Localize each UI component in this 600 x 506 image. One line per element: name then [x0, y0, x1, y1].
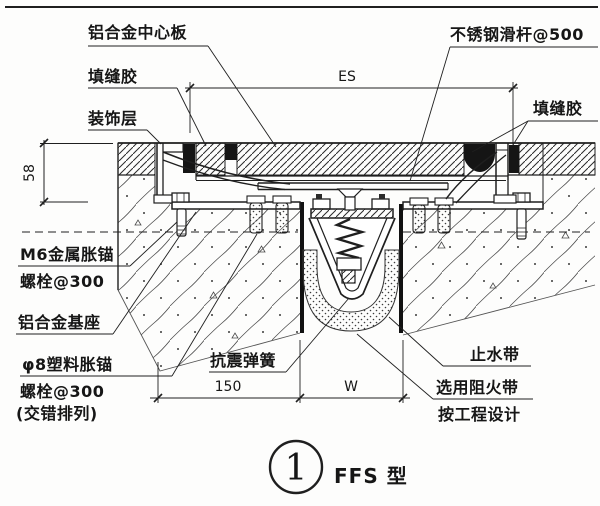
sealant-left-text: 填缝胶: [88, 67, 138, 86]
dimension-150-w: 150 W: [150, 340, 410, 403]
detail-number-text: 1: [285, 448, 308, 489]
label-waterstop: 止水带: [388, 316, 531, 367]
slide-rod-text: 不锈钢滑杆@500: [450, 25, 584, 44]
dimension-es-text: ES: [338, 69, 356, 85]
leader-line: [146, 129, 162, 145]
dimension-w-text: W: [344, 379, 358, 395]
concrete-texture-triangles: [134, 219, 570, 339]
aluminum-base-seat-left: [171, 201, 301, 210]
m6-bolt-right: [512, 192, 531, 240]
dimension-es: ES: [185, 69, 518, 146]
dimension-150-text: 150: [215, 379, 242, 395]
floor-surface-line: [118, 142, 595, 210]
label-seismic-spring: 抗震弹簧: [209, 297, 350, 373]
label-finish-layer: 装饰层: [87, 109, 162, 145]
leader-line: [285, 297, 350, 373]
finish-layer-right: [518, 142, 596, 176]
centering-funnel-and-spring: [308, 188, 396, 300]
dimension-58-text: 58: [22, 164, 38, 182]
leader-line: [512, 120, 529, 146]
support-arm-right: [445, 151, 507, 204]
plastic-anchors-right: [409, 197, 454, 234]
waterstop-band: [302, 249, 400, 332]
leader-line: [388, 316, 444, 367]
leader-line: [176, 87, 207, 147]
leader-line: [171, 233, 258, 377]
fire-barrier-text-line2: 按工程设计: [438, 405, 521, 424]
leader-line: [356, 333, 434, 400]
leader-line: [409, 46, 451, 182]
plastic-anchor-text-line2: 螺栓@300: [20, 382, 104, 401]
seismic-spring-coil: [333, 217, 367, 260]
left-slab-concrete: [117, 143, 301, 372]
base-seat-text: 铝合金基座: [18, 313, 101, 332]
leader-line: [112, 211, 197, 335]
seismic-spring-text: 抗震弹簧: [210, 351, 276, 370]
center-plate-text: 铝合金中心板: [88, 23, 188, 42]
sealant-right-text: 填缝胶: [533, 99, 583, 118]
label-plastic-anchor: φ8塑料胀锚 螺栓@300 (交错排列): [16, 233, 258, 423]
leader-line: [207, 45, 277, 148]
joint-gap-walls: [300, 202, 403, 333]
label-fire-barrier: 选用阻火带 按工程设计: [356, 333, 533, 424]
finish-layer-left: [117, 142, 156, 176]
finish-layer-text: 装饰层: [87, 109, 138, 128]
detail-title-text: FFS 型: [334, 464, 408, 488]
leader-line: [129, 221, 178, 267]
plastic-anchor-text-line3: (交错排列): [16, 404, 98, 423]
center-plate-tray: [195, 142, 509, 181]
label-base-seat: 铝合金基座: [16, 211, 197, 335]
label-sealant-left: 填缝胶: [88, 67, 207, 147]
detail-title: 1 FFS 型: [268, 439, 408, 495]
detail-number-circle: [268, 439, 324, 495]
label-slide-rod: 不锈钢滑杆@500: [409, 25, 598, 182]
leader-line: [471, 120, 529, 153]
waterstop-text: 止水带: [470, 345, 520, 364]
label-center-plate: 铝合金中心板: [88, 23, 277, 148]
label-m6-anchor: M6金属胀锚 螺栓@300: [18, 221, 178, 291]
label-sealant-right: 填缝胶: [471, 99, 598, 153]
m6-anchor-text-line1: M6金属胀锚: [20, 245, 114, 264]
edge-profile-left: [153, 143, 184, 204]
plastic-anchors-left: [246, 195, 292, 234]
plastic-anchor-text-line1: φ8塑料胀锚: [22, 355, 113, 374]
fire-barrier-text-line1: 选用阻火带: [436, 378, 519, 397]
dimension-58: 58: [22, 138, 113, 207]
sealant-strips: [183, 144, 519, 173]
m6-anchor-text-line2: 螺栓@300: [20, 272, 104, 291]
